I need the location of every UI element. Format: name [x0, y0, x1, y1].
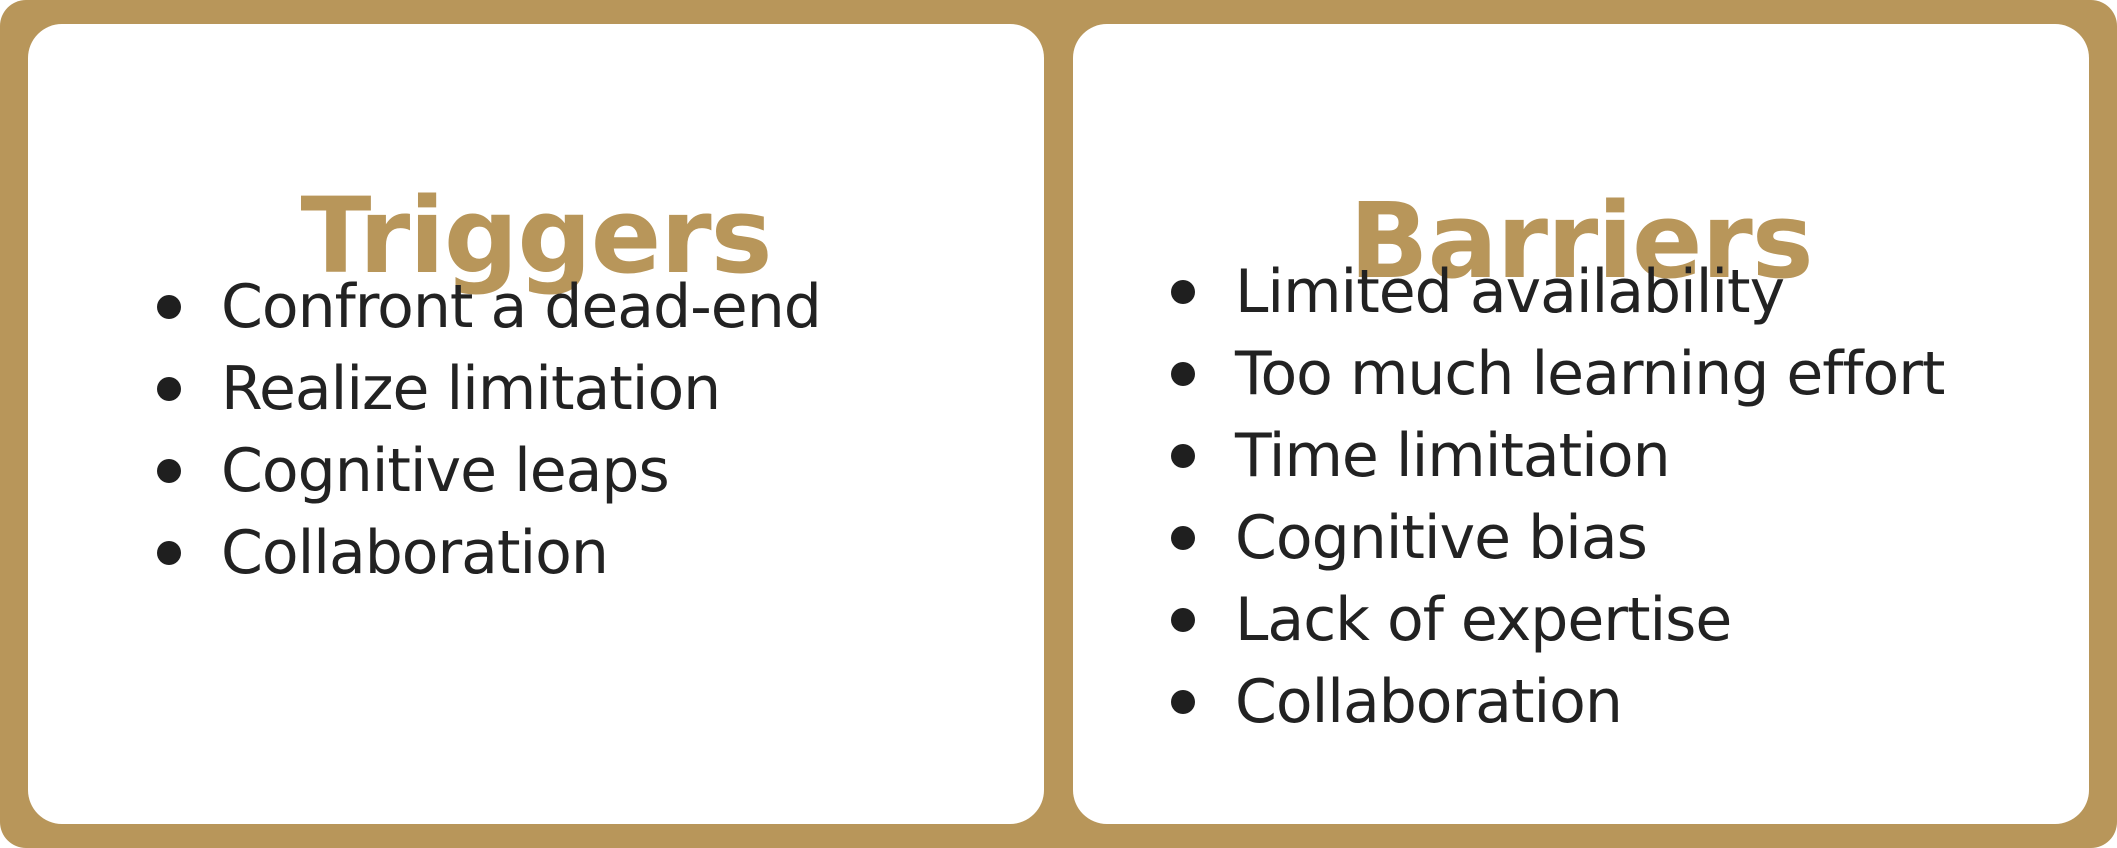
bullet-icon	[1171, 362, 1195, 386]
barriers-list-item: Time limitation	[1171, 415, 1944, 497]
barrier-limited-availability: Limited availability	[1235, 257, 1785, 327]
trigger-cognitive-leaps: Cognitive leaps	[221, 436, 670, 506]
barrier-learning-effort: Too much learning effort	[1235, 339, 1945, 409]
barriers-list-item: Cognitive bias	[1171, 497, 1944, 579]
bullet-icon	[157, 459, 181, 483]
triggers-title: Triggers	[300, 174, 772, 297]
bullet-icon	[1171, 526, 1195, 550]
bullet-icon	[1171, 280, 1195, 304]
triggers-panel: Triggers	[28, 24, 1044, 824]
trigger-collaboration: Collaboration	[221, 518, 609, 588]
triggers-list-item: Realize limitation	[157, 348, 821, 430]
triggers-list-item: Confront a dead-end	[157, 266, 822, 348]
barriers-list-item: Collaboration	[1171, 661, 1944, 743]
barriers-list-item: Limited availability	[1171, 251, 1944, 333]
triggers-list-item: Collaboration	[157, 512, 821, 594]
bullet-icon	[157, 541, 181, 565]
barriers-title: Barriers	[1349, 179, 1813, 302]
barriers-list-item: Too much learning effort	[1171, 333, 1945, 415]
barrier-collaboration: Collaboration	[1235, 667, 1623, 737]
barriers-list-item: Lack of expertise	[1171, 579, 1944, 661]
triggers-list-item: Cognitive leaps	[157, 430, 821, 512]
bullet-icon	[157, 295, 181, 319]
bullet-icon	[157, 377, 181, 401]
barriers-list: Limited availability Too much learning e…	[1171, 251, 1945, 743]
barrier-lack-expertise: Lack of expertise	[1235, 585, 1732, 655]
trigger-realize-limitation: Realize limitation	[221, 354, 721, 424]
bullet-icon	[1171, 690, 1195, 714]
barrier-cognitive-bias: Cognitive bias	[1235, 503, 1648, 573]
bullet-icon	[1171, 444, 1195, 468]
barrier-time-limitation: Time limitation	[1235, 421, 1671, 491]
triggers-list: Confront a dead-end Realize limitation C…	[157, 266, 822, 594]
barriers-panel: Barriers	[1073, 24, 2089, 824]
trigger-confront-dead-end: Confront a dead-end	[221, 272, 822, 342]
bullet-icon	[1171, 608, 1195, 632]
